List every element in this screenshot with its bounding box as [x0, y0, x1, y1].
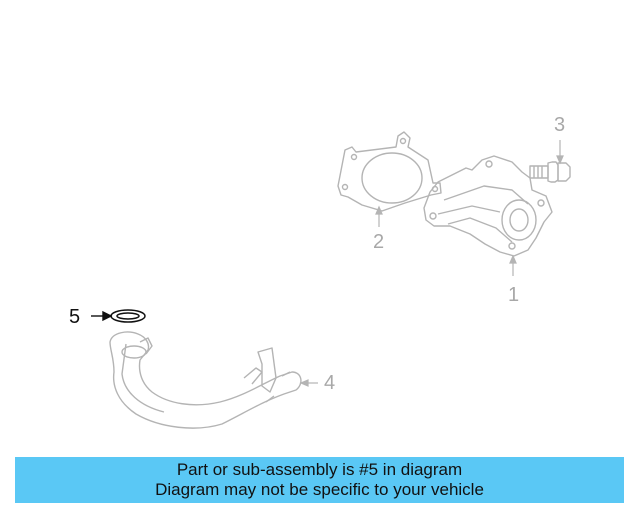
- banner-line-2: Diagram may not be specific to your vehi…: [155, 480, 484, 499]
- callout-1[interactable]: 1: [508, 284, 520, 306]
- callout-5[interactable]: 5: [69, 306, 81, 328]
- leader-4: [299, 379, 318, 387]
- leader-2: [375, 205, 383, 227]
- part-water-pump[interactable]: [423, 155, 553, 257]
- part-bypass-pipe[interactable]: [109, 331, 302, 429]
- leader-3: [556, 140, 564, 165]
- callout-3[interactable]: 3: [554, 114, 566, 136]
- part-bolt[interactable]: [529, 161, 571, 183]
- info-banner: Part or sub-assembly is #5 in diagram Di…: [15, 457, 624, 503]
- part-gasket[interactable]: [337, 131, 442, 212]
- callout-4[interactable]: 4: [324, 372, 336, 394]
- callout-2[interactable]: 2: [373, 231, 385, 253]
- banner-line-1: Part or sub-assembly is #5 in diagram: [176, 460, 463, 479]
- leader-5: [91, 310, 113, 322]
- leader-1: [509, 254, 517, 276]
- part-o-ring[interactable]: [110, 309, 146, 323]
